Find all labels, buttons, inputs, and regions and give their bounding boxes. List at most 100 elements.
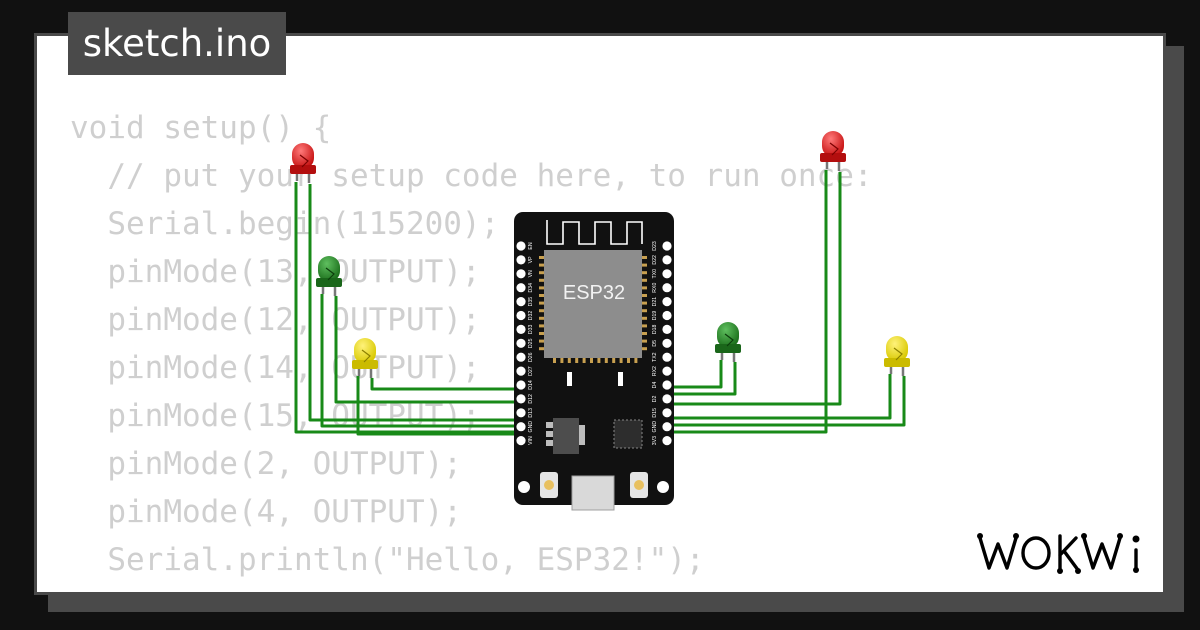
chip-pad	[539, 309, 544, 313]
chip-pad	[619, 358, 623, 363]
chip-pad	[582, 358, 586, 363]
wire-yellow-right-anode[interactable]	[667, 374, 892, 420]
led-red-right[interactable]	[820, 131, 846, 171]
header-pin[interactable]	[662, 436, 672, 446]
header-pin[interactable]	[662, 366, 672, 376]
header-pin[interactable]	[662, 408, 672, 418]
pin-label: D13	[528, 408, 534, 418]
pin-label: D2	[652, 395, 658, 402]
header-pin[interactable]	[516, 310, 526, 321]
pin-label: D23	[652, 241, 658, 251]
code-line: Serial.println("Hello, ESP32!");	[70, 542, 705, 578]
header-pin[interactable]	[662, 241, 672, 251]
wire-yellow-left-anode[interactable]	[356, 376, 521, 436]
chip-pad	[539, 256, 544, 259]
header-pin[interactable]	[662, 422, 672, 432]
header-pin[interactable]	[662, 310, 672, 321]
chip-pad	[642, 294, 647, 297]
header-pin[interactable]	[516, 338, 526, 348]
pin-label: D33	[528, 325, 534, 335]
header-pin[interactable]	[516, 255, 526, 265]
chip-pad	[634, 358, 638, 363]
header-pin[interactable]	[516, 269, 526, 279]
header-pin[interactable]	[516, 366, 526, 376]
header-pin[interactable]	[662, 269, 672, 279]
header-pin[interactable]	[662, 338, 672, 348]
pin-label: D34	[528, 283, 534, 293]
chip-pad	[539, 271, 544, 275]
header-pin[interactable]	[662, 324, 672, 334]
pin-label: 3V3	[652, 436, 658, 445]
header-pin[interactable]	[516, 241, 526, 251]
header-pin[interactable]	[516, 283, 526, 293]
pin-label: D12	[528, 394, 534, 404]
header-pin[interactable]	[662, 394, 672, 404]
header-pin[interactable]	[516, 297, 526, 307]
pin-label: VIN	[528, 436, 534, 445]
pin-label: VP	[528, 256, 534, 263]
pin-label: D14	[528, 380, 534, 390]
header-pin[interactable]	[516, 436, 526, 446]
header-pin[interactable]	[516, 422, 526, 432]
chip-pad	[642, 309, 647, 313]
wire-red-left-cathode[interactable]	[308, 184, 521, 422]
header-pins-right	[662, 241, 672, 446]
led-red-left[interactable]	[290, 143, 316, 183]
header-pin[interactable]	[662, 380, 672, 390]
wire-red-right-anode[interactable]	[667, 170, 828, 434]
pin-labels-left: ENVPVND34D35D32D33D25D26D27D14D12D13GNDV…	[528, 242, 534, 445]
pin-label: RX2	[652, 366, 658, 376]
button-cap	[544, 480, 554, 490]
header-pin[interactable]	[662, 297, 672, 307]
pin-label: D5	[652, 340, 658, 347]
led-yellow-left[interactable]	[352, 338, 378, 378]
esp32-board[interactable]: ESP32 ENVPVND34D35D32D33D25D26D27D14D12D…	[514, 212, 674, 511]
header-pin[interactable]	[516, 394, 526, 404]
code-line: Serial.begin(115200);	[70, 206, 500, 242]
pin-label: D18	[652, 325, 658, 335]
header-pin[interactable]	[662, 255, 672, 265]
header-pin[interactable]	[516, 380, 526, 390]
chip-pad	[642, 286, 647, 290]
antenna-trace	[546, 220, 643, 245]
header-pin[interactable]	[516, 324, 526, 334]
header-pin[interactable]	[516, 352, 526, 362]
wire-green-left-cathode[interactable]	[334, 296, 521, 404]
led-yellow-right[interactable]	[884, 336, 910, 376]
code-line: pinMode(15, OUTPUT);	[70, 398, 481, 434]
chip-pad	[612, 358, 616, 363]
chip-pins-bottom	[553, 358, 638, 363]
usb-port	[571, 475, 615, 511]
pin-labels-right: D23D22TX0RX0D21D19D18D5TX2RX2D4D2D15GND3…	[652, 241, 658, 445]
led-green-right[interactable]	[715, 322, 741, 362]
pin-label: D19	[652, 311, 658, 321]
wokwi-logo	[977, 533, 1140, 574]
chip-pad	[539, 294, 544, 297]
header-pin[interactable]	[662, 283, 672, 293]
wire-red-right-cathode[interactable]	[667, 172, 842, 406]
wire-green-right-cathode[interactable]	[667, 362, 737, 396]
chip-pad	[642, 278, 647, 282]
chip-pad	[539, 278, 544, 282]
chip-label: ESP32	[563, 282, 625, 304]
wire-green-right-anode[interactable]	[667, 360, 723, 389]
pin-label: D21	[652, 297, 658, 307]
chip-pad	[539, 286, 544, 290]
code-line: pinMode(13, OUTPUT);	[70, 254, 481, 290]
header-pin[interactable]	[516, 408, 526, 418]
code-line: pinMode(4, OUTPUT);	[70, 494, 462, 530]
wire-yellow-right-cathode[interactable]	[667, 376, 906, 427]
pin-label: TX0	[652, 269, 658, 279]
led-green-left[interactable]	[316, 256, 342, 296]
file-tab[interactable]: sketch.ino	[68, 12, 286, 75]
chip-pins-left	[539, 256, 544, 351]
wire-red-left-anode[interactable]	[294, 182, 521, 434]
chip-pad	[560, 358, 564, 363]
wire-green-left-anode[interactable]	[320, 294, 521, 428]
chip-pad	[627, 358, 630, 363]
chip-pad	[604, 358, 608, 363]
wire-yellow-left-cathode[interactable]	[370, 378, 521, 391]
chip-pad	[539, 347, 544, 351]
header-pin[interactable]	[662, 352, 672, 362]
